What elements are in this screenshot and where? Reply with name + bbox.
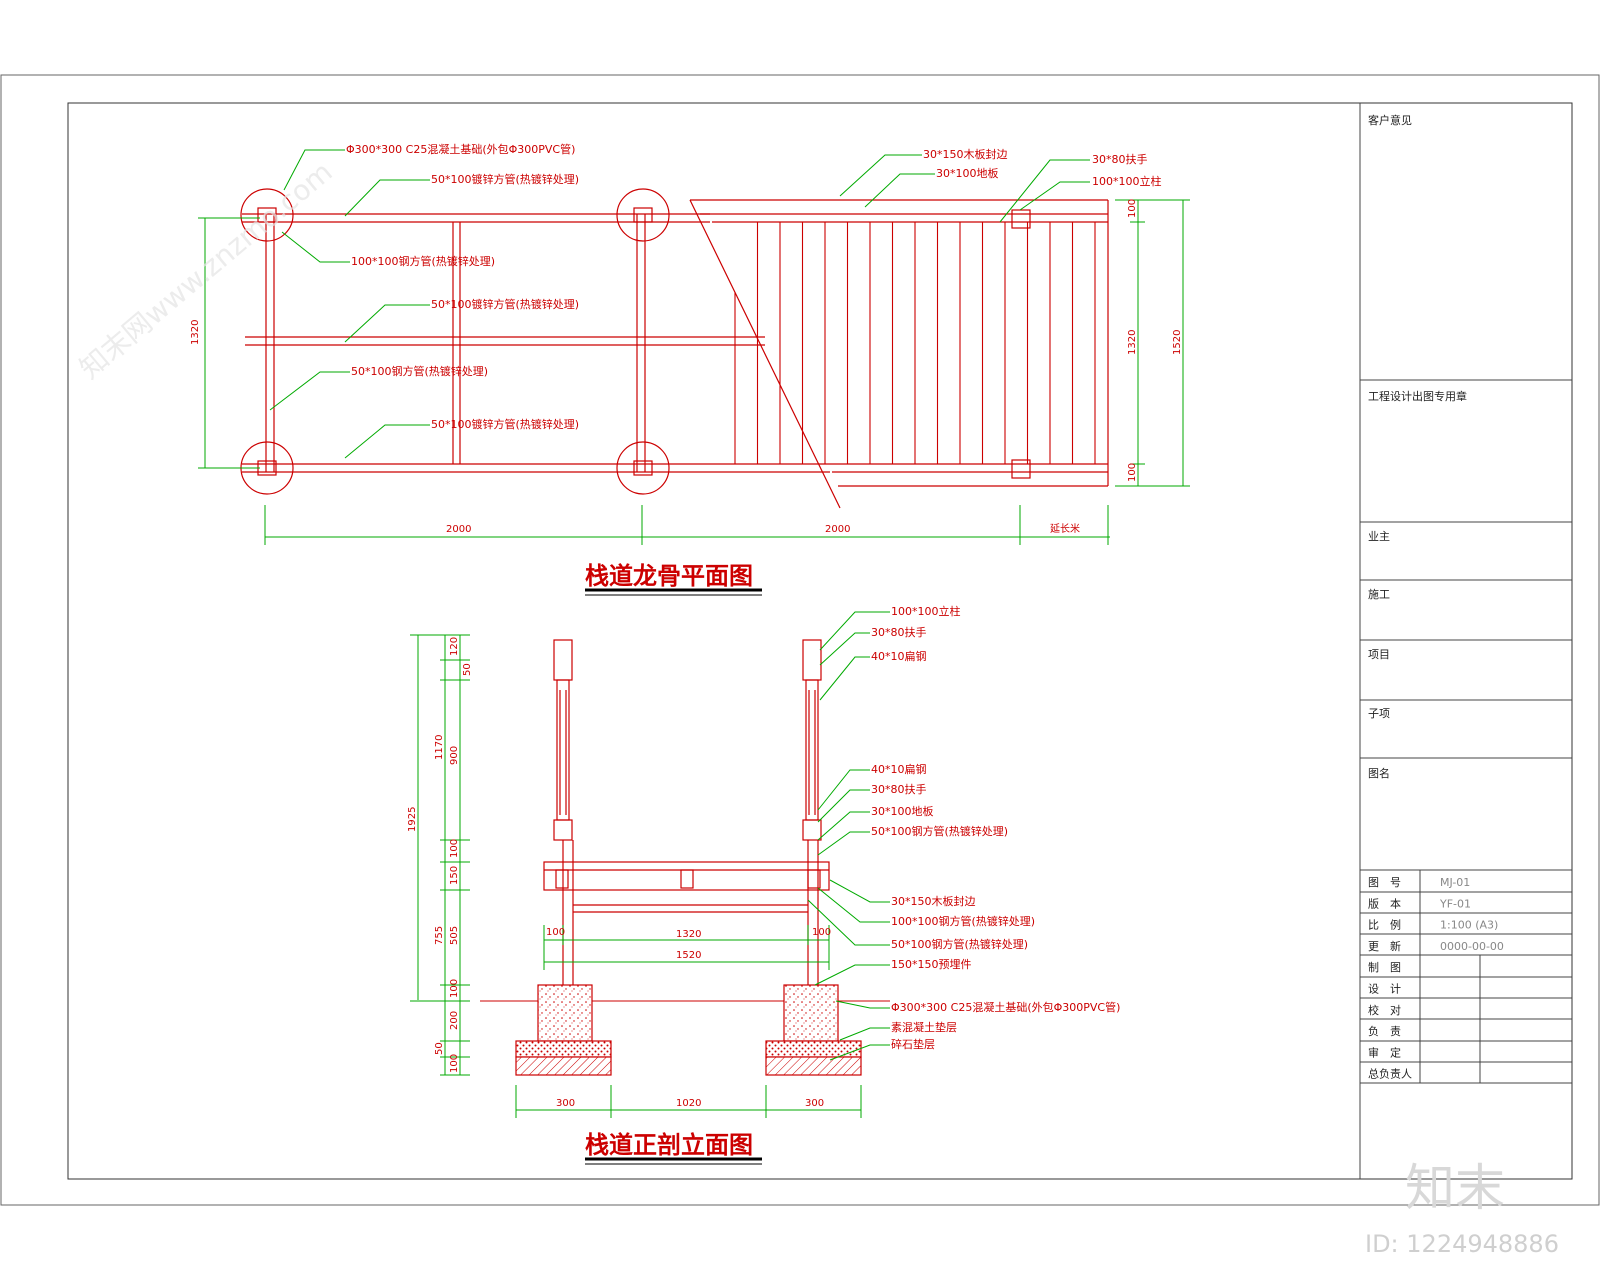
tb-drawing-name: 图名 <box>1368 766 1390 780</box>
tb-row-value: YF-01 <box>1439 897 1471 910</box>
sec-vdim-1170: 1170 <box>434 735 445 760</box>
plan-label-column: 100*100立柱 <box>1092 174 1162 188</box>
section-foundations <box>515 984 862 1076</box>
plan-dim-extend: 延长米 <box>1050 522 1080 535</box>
tb-row-label: 比 例 <box>1368 918 1401 932</box>
tb-row-label: 图 号 <box>1368 876 1401 889</box>
plan-label-main-beam-top: 50*100镀锌方管(热镀锌处理) <box>431 172 579 186</box>
tb-row-label: 校 对 <box>1368 1003 1401 1017</box>
tb-subitem: 子项 <box>1368 707 1390 720</box>
plan-label-deck-board: 30*100地板 <box>936 166 999 180</box>
tb-row-value: MJ-01 <box>1440 876 1470 889</box>
tb-row-label: 版 本 <box>1368 896 1401 910</box>
sec-hdim-1320: 1320 <box>676 929 701 940</box>
section-leaders <box>410 611 890 1118</box>
sec-vdim-50: 50 <box>462 663 473 676</box>
title-block-rows: 图 号 MJ-01 版 本 YF-01 比 例 1:100 (A3) 更 新 0000-00-… <box>1368 876 1504 1081</box>
sec-label-14: 碎石垫层 <box>891 1037 935 1051</box>
sec-vdim-900: 900 <box>449 746 460 765</box>
watermark-site: 知末网www.znzmo.com <box>73 155 338 385</box>
sec-hdim-100a: 100 <box>546 927 565 938</box>
title-block <box>1359 103 1572 1179</box>
tb-row-label: 审 定 <box>1368 1045 1401 1059</box>
sec-label-4: 40*10扁钢 <box>871 763 927 776</box>
plan-columns <box>1011 209 1031 479</box>
tb-row-label: 更 新 <box>1368 939 1401 953</box>
plan-dim-span1: 2000 <box>446 524 471 535</box>
plan-label-edge-board: 30*150木板封边 <box>923 147 1008 161</box>
tb-row-value: 0000-00-00 <box>1440 940 1504 953</box>
plan-dim-right-mid: 1320 <box>1127 330 1138 355</box>
sec-vdim-150: 150 <box>449 866 460 885</box>
plan-label-post: 100*100钢方管(热镀锌处理) <box>351 254 495 268</box>
sec-label-6: 30*100地板 <box>871 804 934 818</box>
deck-boards <box>734 222 1096 464</box>
sec-label-11: 150*150预埋件 <box>891 958 972 971</box>
plan-dim-right-top: 100 <box>1127 199 1138 218</box>
sec-label-12: Φ300*300 C25混凝土基础(外包Φ300PVC管) <box>891 1000 1120 1014</box>
sec-label-9: 100*100钢方管(热镀锌处理) <box>891 914 1035 928</box>
tb-project: 项目 <box>1368 648 1390 661</box>
tb-row-label: 设 计 <box>1368 983 1401 996</box>
plan-label-main-beam-bot: 50*100镀锌方管(热镀锌处理) <box>431 417 579 431</box>
sec-vdim-50b: 50 <box>434 1042 445 1055</box>
sec-hdim-1520: 1520 <box>676 950 701 961</box>
sec-vdim-100b: 100 <box>449 979 460 998</box>
tb-stamp: 工程设计出图专用章 <box>1368 389 1467 403</box>
tb-row-label: 负 责 <box>1368 1024 1401 1038</box>
sec-vdim-100c: 100 <box>449 1054 460 1073</box>
sec-vdim-120: 120 <box>449 637 460 656</box>
tb-row-label: 制 图 <box>1368 961 1401 974</box>
sec-label-8: 30*150木板封边 <box>891 894 976 908</box>
sec-vdim-100: 100 <box>449 839 460 858</box>
section-title: 栈道正剖立面图 <box>585 1131 753 1159</box>
sec-label-5: 30*80扶手 <box>871 782 927 796</box>
sec-vdim-200: 200 <box>449 1011 460 1030</box>
sec-label-3: 40*10扁钢 <box>871 650 927 663</box>
tb-row-label: 总负责人 <box>1368 1067 1412 1081</box>
tb-client-opinion: 客户意见 <box>1368 113 1412 127</box>
sec-label-1: 100*100立柱 <box>891 604 961 618</box>
plan-dim-left-height: 1320 <box>190 320 201 345</box>
sec-hdim-300a: 300 <box>556 1098 575 1109</box>
sec-hdim-1020: 1020 <box>676 1098 701 1109</box>
plan-title: 栈道龙骨平面图 <box>585 562 753 590</box>
plan-dim-right-bot: 100 <box>1127 463 1138 482</box>
sec-hdim-100b: 100 <box>812 927 831 938</box>
tb-row-value: 1:100 (A3) <box>1440 919 1498 932</box>
inner-frame <box>67 102 1573 1180</box>
outer-frame <box>0 74 1600 1206</box>
plan-view <box>240 188 1109 509</box>
plan-dim-span2: 2000 <box>825 524 850 535</box>
tb-owner: 业主 <box>1368 530 1390 543</box>
sec-vdim-1925: 1925 <box>407 807 418 832</box>
plan-dim-right-total: 1520 <box>1172 330 1183 355</box>
sec-label-7: 50*100钢方管(热镀锌处理) <box>871 824 1008 838</box>
sec-hdim-300b: 300 <box>805 1098 824 1109</box>
watermark-brand: 知末 <box>1405 1159 1505 1217</box>
watermark-id: ID: 1224948886 <box>1365 1230 1559 1258</box>
plan-label-handrail: 30*80扶手 <box>1092 152 1148 166</box>
sec-label-13: 素混凝土垫层 <box>891 1020 957 1034</box>
plan-leaders <box>198 149 1190 545</box>
plan-label-joist: 50*100钢方管(热镀锌处理) <box>351 364 488 378</box>
sec-vdim-505: 505 <box>449 926 460 945</box>
sec-label-2: 30*80扶手 <box>871 625 927 639</box>
plan-label-pile: Φ300*300 C25混凝土基础(外包Φ300PVC管) <box>346 142 575 156</box>
tb-construction: 施工 <box>1368 588 1390 601</box>
sec-label-10: 50*100钢方管(热镀锌处理) <box>891 937 1028 951</box>
sec-vdim-755: 755 <box>434 926 445 945</box>
plan-label-main-beam-mid: 50*100镀锌方管(热镀锌处理) <box>431 297 579 311</box>
